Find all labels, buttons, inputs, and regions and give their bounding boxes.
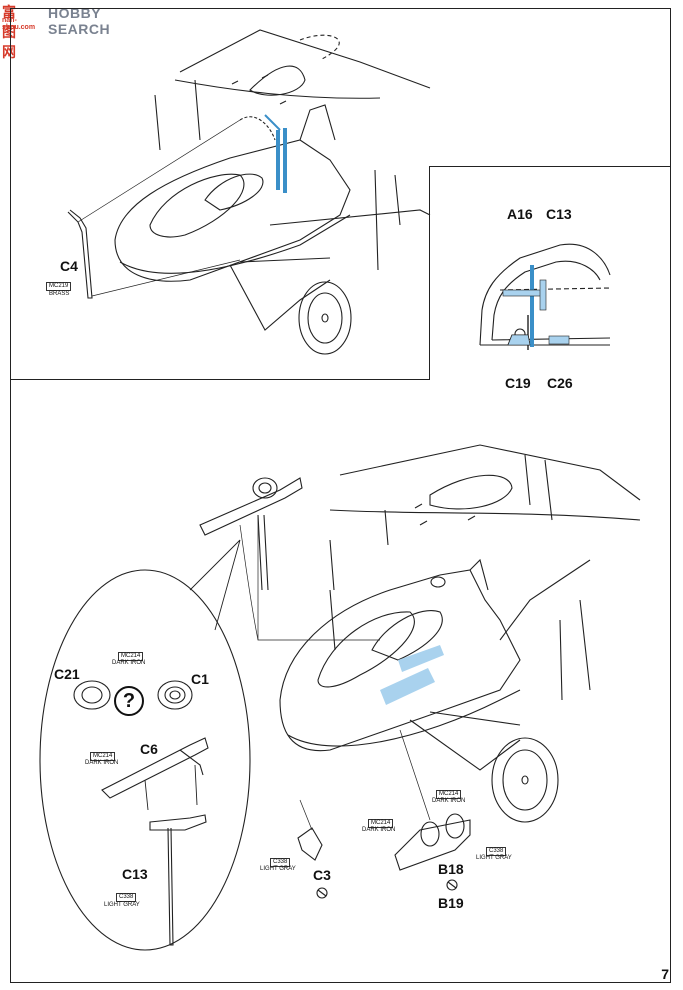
paint-c4-code: MC219 [46, 282, 72, 291]
top-divider [10, 379, 430, 381]
part-c3-label: C3 [313, 867, 331, 883]
paint-b18b-name: DARK IRON [362, 827, 396, 833]
part-c13-label: C13 [546, 206, 572, 222]
paint-b18c-code: C338 [486, 847, 507, 856]
paint-c3-name: LIGHT GRAY [260, 866, 296, 872]
paint-c3-code: C338 [270, 858, 291, 867]
part-b18-label: B18 [438, 861, 464, 877]
paint-c1-code: MC214 [118, 652, 144, 661]
question-mark-icon: ? [114, 686, 144, 716]
part-c26-label: C26 [547, 375, 573, 391]
paint-c1-name: DARK IRON [112, 660, 146, 666]
inset-top-border [429, 166, 671, 168]
part-c19-label: C19 [505, 375, 531, 391]
paint-b18c-name: LIGHT GRAY [476, 855, 512, 861]
paint-c6-code: MC214 [90, 752, 116, 761]
part-c4-label: C4 [60, 258, 78, 274]
part-c6-label: C6 [140, 741, 158, 757]
paint-b18a-code: MC214 [436, 790, 462, 799]
watermark-brand: HOBBY SEARCH [48, 5, 111, 37]
page-number: 7 [661, 966, 669, 982]
part-c21-label: C21 [54, 666, 80, 682]
paint-c6-name: DARK IRON [85, 760, 119, 766]
paint-b18b-code: MC214 [368, 819, 394, 828]
part-c1-label: C1 [191, 671, 209, 687]
part-a16-label: A16 [507, 206, 533, 222]
part-c13-bipod-label: C13 [122, 866, 148, 882]
watermark-url: nan-shou.com [2, 17, 36, 31]
paint-c13-code: C338 [116, 893, 137, 902]
paint-b18a-name: DARK IRON [432, 798, 466, 804]
part-b19-label: B19 [438, 895, 464, 911]
paint-c13-name: LIGHT GRAY [104, 902, 140, 908]
inset-left-border [429, 166, 431, 380]
paint-c4-name: BRASS [49, 291, 70, 297]
page-frame [10, 8, 671, 983]
